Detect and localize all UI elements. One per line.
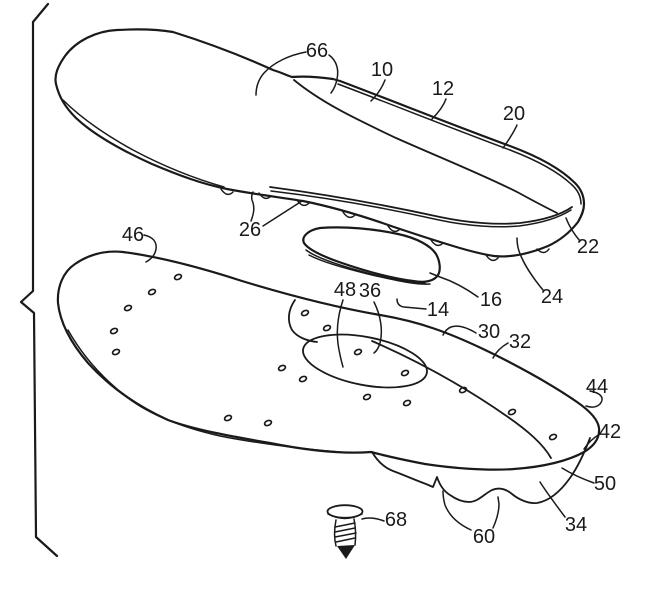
ref-label-60: 60: [473, 526, 495, 548]
ref-label-44: 44: [586, 376, 608, 398]
screw-head-underside: [327, 513, 363, 520]
leader-line-20: [502, 124, 518, 149]
leader-line-60: [492, 496, 500, 529]
patent-brace: [19, 2, 59, 558]
leader-line-22: [565, 217, 581, 242]
ref-label-68: 68: [385, 509, 407, 531]
ref-label-32: 32: [509, 331, 531, 353]
ventilation-hole: [277, 364, 287, 372]
ref-label-46: 46: [122, 224, 144, 246]
leader-line-60: [442, 490, 472, 531]
ref-label-20: 20: [503, 103, 525, 125]
ref-label-42: 42: [599, 421, 621, 443]
leader-line-30: [442, 325, 477, 336]
ventilation-hole: [362, 393, 372, 401]
ventilation-hole: [458, 386, 468, 394]
leader-line-34: [539, 481, 566, 518]
screw: [326, 504, 364, 559]
leader-line-14: [396, 298, 427, 310]
heel-inner-surface-line: [371, 340, 552, 459]
ventilation-hole: [109, 327, 119, 335]
lower-sole-component: [56, 250, 601, 505]
upper-rim-inner-edge: [337, 83, 582, 205]
upper-sole-outline: [54, 28, 586, 258]
ventilation-hole: [173, 273, 183, 281]
leader-line-68: [361, 517, 385, 522]
screw-threads: [334, 522, 357, 543]
leader-line-12: [431, 98, 447, 120]
ventilation-hole: [300, 309, 310, 317]
insert-thickness-line: [305, 249, 426, 284]
upper-sole-component: [54, 28, 586, 262]
ref-label-26: 26: [239, 219, 261, 241]
ventilation-hole: [111, 348, 121, 356]
lower-sole-outline: [56, 250, 601, 471]
upper-inner-surface-line: [293, 79, 558, 214]
upper-toe-edge-offset: [62, 99, 225, 188]
leader-line-42: [583, 433, 601, 450]
insert-outline: [302, 226, 441, 283]
center-pod-oval: [302, 333, 428, 389]
ventilation-holes: [109, 273, 558, 441]
leader-line-10: [370, 79, 386, 102]
ventilation-hole: [322, 324, 332, 332]
ventilation-hole: [402, 399, 412, 407]
upper-near-rim-line-offset: [270, 190, 572, 228]
screw-shank-left: [333, 519, 337, 547]
leader-line-24: [516, 237, 544, 291]
leader-line-44: [585, 390, 603, 408]
ref-label-30: 30: [478, 321, 500, 343]
leader-line-50: [561, 467, 595, 484]
ventilation-hole: [298, 375, 308, 383]
ref-label-66: 66: [306, 40, 328, 62]
ref-label-14: 14: [427, 299, 449, 321]
ref-label-12: 12: [432, 78, 454, 100]
ventilation-hole: [507, 408, 517, 416]
ref-label-50: 50: [594, 473, 616, 495]
ventilation-hole: [353, 348, 363, 356]
leader-line-66: [328, 54, 339, 94]
scalloped-wall-edge: [371, 437, 591, 505]
leader-line-48: [336, 299, 344, 368]
leader-line-16: [429, 272, 479, 298]
insert-thickness-line-2: [308, 254, 431, 285]
leader-line-26: [262, 200, 303, 227]
ref-label-16: 16: [480, 289, 502, 311]
leader-line-36: [373, 301, 383, 354]
ventilation-hole: [548, 433, 558, 441]
insert-component: [302, 226, 441, 285]
ventilation-hole: [223, 414, 233, 422]
ref-label-22: 22: [577, 236, 599, 258]
ref-label-34: 34: [565, 514, 587, 536]
ref-label-48: 48: [334, 279, 356, 301]
ventilation-hole: [147, 288, 157, 296]
ventilation-hole: [123, 304, 133, 312]
ref-label-10: 10: [371, 59, 393, 81]
screw-tip: [337, 545, 355, 559]
leader-line-46: [143, 234, 157, 263]
leader-line-66: [255, 51, 307, 96]
arch-region-line: [288, 299, 318, 343]
ref-label-24: 24: [541, 286, 563, 308]
ventilation-hole: [400, 369, 410, 377]
traction-lugs: [220, 188, 550, 262]
lower-sole-edge-offset: [67, 329, 341, 453]
leader-line-26: [250, 191, 255, 222]
ventilation-hole: [263, 419, 273, 427]
leader-line-32: [492, 342, 509, 359]
ref-label-36: 36: [359, 280, 381, 302]
upper-near-rim-line: [269, 186, 573, 225]
